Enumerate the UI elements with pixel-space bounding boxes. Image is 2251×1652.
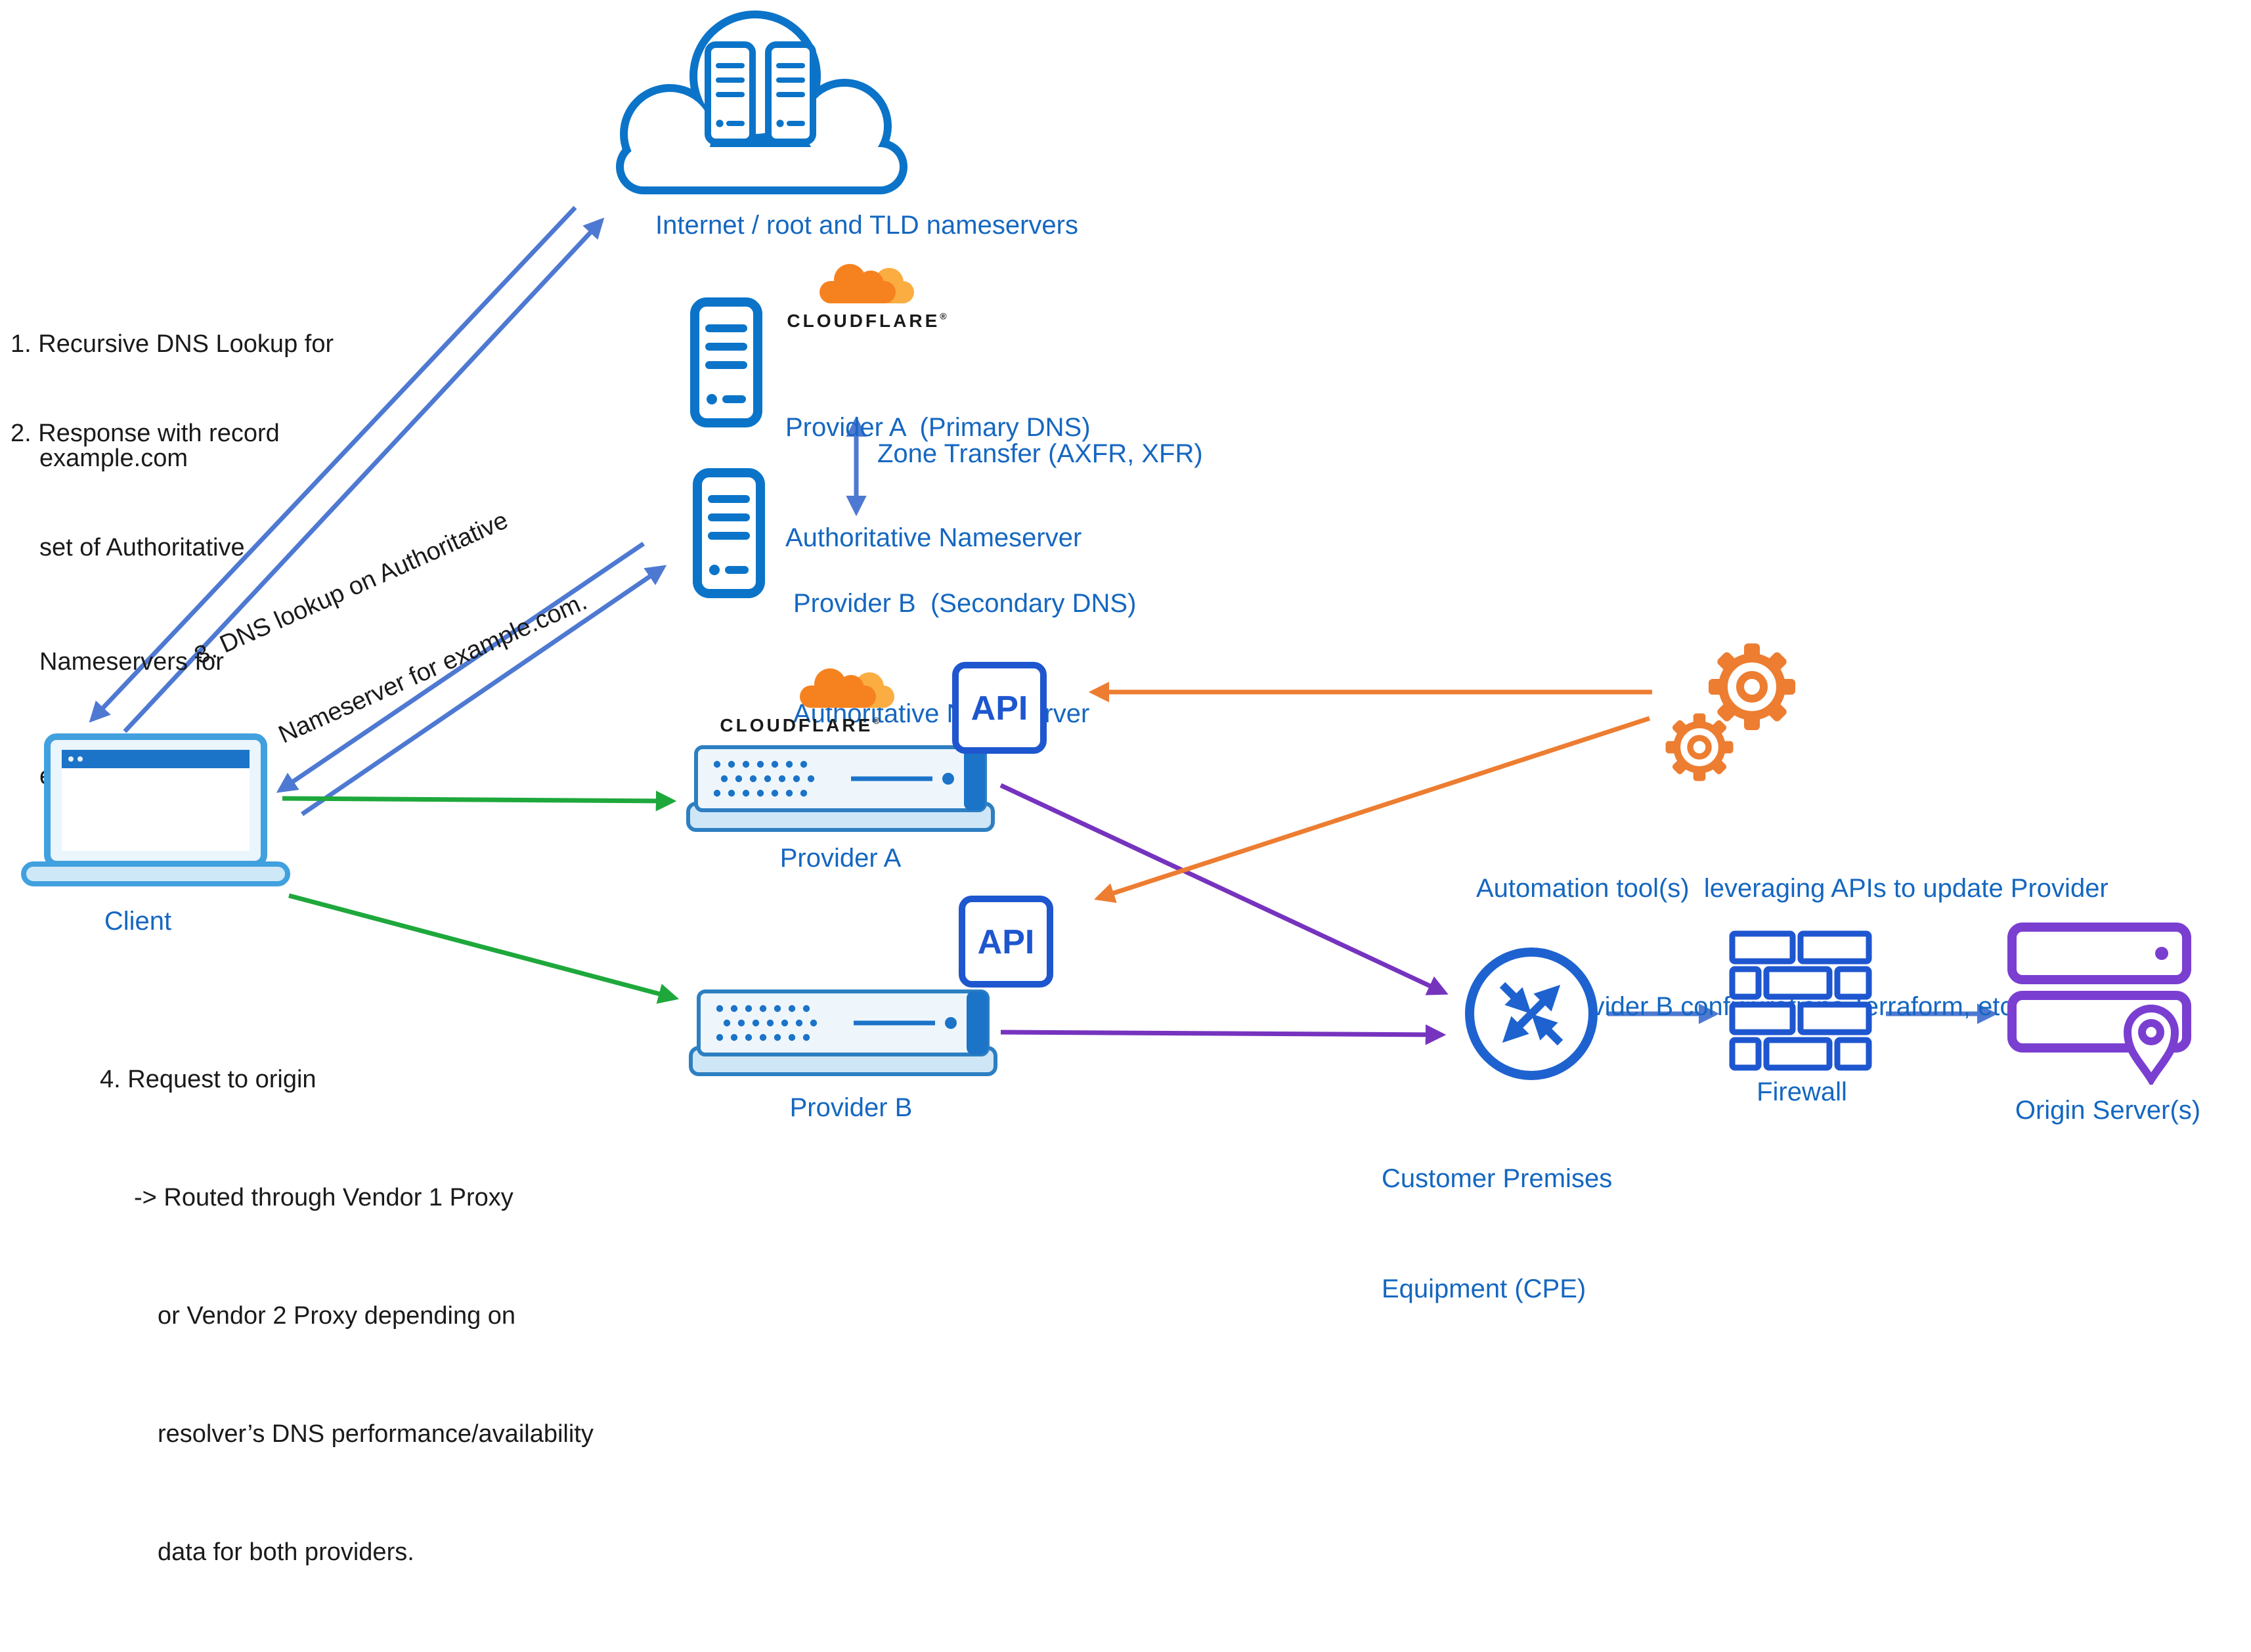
automation-gears-icon [1657, 637, 1808, 794]
provider-b-proxy-label: Provider B [789, 1094, 913, 1123]
diagram-canvas: Internet / root and TLD nameservers 1. R… [11, 0, 2201, 1567]
client-laptop-icon [21, 733, 290, 888]
annotation-step4: 4. Request to origin -> Routed through V… [100, 1066, 594, 1567]
provider-a-api-button: API [952, 662, 1047, 754]
cloudflare-logo-icon [795, 667, 900, 712]
provider-a-appliance-icon [683, 743, 998, 838]
arrow-auth-response [276, 542, 645, 793]
provider-a-nameserver-icon [689, 297, 763, 428]
arrow-provider-a-cpe [999, 783, 1449, 995]
provider-b-appliance-icon [686, 988, 1001, 1082]
arrow-client-provider-b [288, 893, 680, 1004]
arrow-recursive-lookup [123, 217, 605, 733]
root-nameserver-icons [705, 41, 816, 145]
cloudflare-wordmark: CLOUDFLARE® [787, 310, 947, 331]
cloudflare-logo-icon [814, 263, 919, 307]
arrows-layer [89, 206, 1998, 1045]
arrow-recursive-response [89, 206, 577, 723]
origin-server-label: Origin Server(s) [2015, 1097, 2201, 1125]
firewall-label: Firewall [1757, 1078, 1847, 1107]
zone-transfer-label: Zone Transfer (AXFR, XFR) [877, 440, 1203, 469]
arrow-provider-b-cpe [1000, 1024, 1447, 1045]
internet-cloud-icon [598, 0, 926, 205]
annotation-step1: 1. Recursive DNS Lookup for example.com [11, 331, 334, 473]
provider-a-proxy-label: Provider A [779, 844, 902, 873]
provider-b-nameserver-icon [692, 467, 766, 599]
internet-label: Internet / root and TLD nameservers [655, 211, 1078, 240]
provider-a-nameserver-label: Provider A (Primary DNS) Authoritative N… [785, 414, 1091, 553]
firewall-icon [1728, 930, 1875, 1072]
arrow-client-provider-a [282, 791, 677, 812]
cpe-label: Customer Premises Equipment (CPE) [1382, 1165, 1613, 1304]
cloudflare-wordmark: CLOUDFLARE® [720, 714, 880, 735]
arrow-auth-lookup [301, 565, 667, 816]
provider-b-api-button: API [959, 896, 1053, 988]
cpe-router-icon [1460, 943, 1602, 1085]
client-label: Client [104, 907, 172, 936]
origin-server-icon [2007, 922, 2201, 1085]
arrow-automation-api-b [1094, 716, 1651, 903]
